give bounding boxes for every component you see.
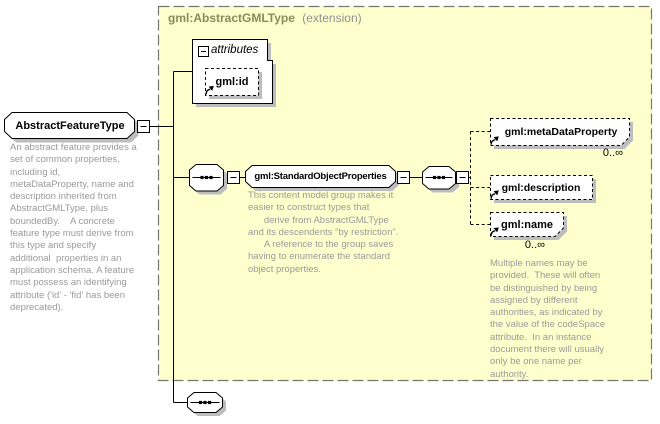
- connector-lines: [149, 71, 423, 403]
- gml-id-box[interactable]: [205, 68, 263, 100]
- children-collapse-icon[interactable]: [456, 171, 469, 184]
- name-occurrence: 0..∞: [524, 239, 545, 251]
- abstract-feature-type-box[interactable]: [4, 112, 139, 143]
- group-collapse-icon[interactable]: [397, 171, 410, 184]
- name-annotation: Multiple names may be provided. These wi…: [490, 258, 606, 380]
- gml-metadataproperty-box[interactable]: [490, 118, 634, 150]
- root-collapse-icon[interactable]: [137, 120, 150, 133]
- abstract-feature-type-label[interactable]: AbstractFeatureType: [15, 119, 125, 132]
- gml-name-label[interactable]: gml:name: [501, 218, 553, 231]
- sequence-icon: [189, 164, 227, 195]
- group-annotation: This content model group makes it easier…: [248, 190, 399, 275]
- root-annotation: An abstract feature provides a set of co…: [10, 142, 137, 313]
- attributes-label: attributes: [211, 43, 259, 56]
- extension-type-name: gml:AbstractGMLType: [168, 11, 295, 25]
- gml-metadataproperty-label[interactable]: gml:metaDataProperty: [504, 126, 618, 138]
- sequence-icon: [187, 392, 226, 416]
- gml-description-label[interactable]: gml:description: [501, 181, 581, 194]
- sequence-icon: [422, 166, 459, 193]
- gml-description-box[interactable]: [490, 175, 597, 204]
- standard-object-properties-label[interactable]: gml:StandardObjectProperties: [254, 170, 387, 182]
- extension-kind-label: (extension): [302, 11, 362, 25]
- extension-header: gml:AbstractGMLType (extension): [168, 11, 362, 25]
- standard-object-properties-box[interactable]: [245, 165, 400, 192]
- gml-id-label[interactable]: gml:id: [215, 76, 249, 88]
- attributes-collapse-icon[interactable]: [198, 46, 209, 57]
- metadataproperty-occurrence: 0..∞: [602, 147, 623, 159]
- sequence-collapse-icon[interactable]: [227, 171, 240, 184]
- gml-name-box[interactable]: [490, 212, 568, 241]
